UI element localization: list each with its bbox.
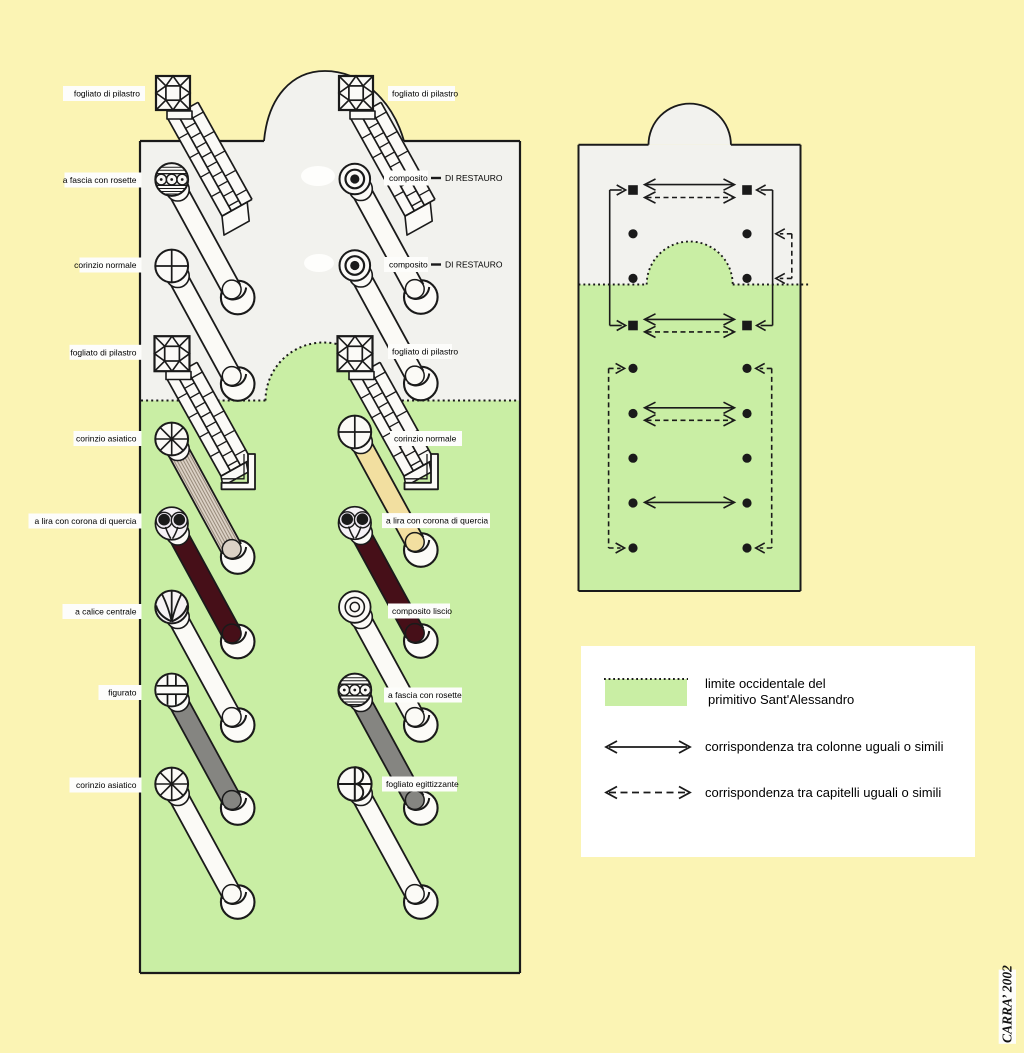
svg-text:DI RESTAURO: DI RESTAURO bbox=[445, 173, 503, 183]
svg-text:corrispondenza tra colonne ugu: corrispondenza tra colonne uguali o simi… bbox=[705, 739, 944, 754]
svg-text:composito liscio: composito liscio bbox=[392, 606, 452, 616]
svg-text:corinzio asiatico: corinzio asiatico bbox=[76, 434, 137, 444]
svg-text:fogliato egittizzante: fogliato egittizzante bbox=[386, 779, 459, 789]
svg-text:corinzio normale: corinzio normale bbox=[394, 434, 457, 444]
svg-text:a calice centrale: a calice centrale bbox=[75, 607, 137, 617]
svg-text:primitivo Sant'Alessandro: primitivo Sant'Alessandro bbox=[708, 692, 854, 707]
svg-text:composito: composito bbox=[389, 260, 428, 270]
svg-text:figurato: figurato bbox=[108, 688, 137, 698]
svg-text:corinzio normale: corinzio normale bbox=[74, 260, 137, 270]
svg-text:corrispondenza tra capitelli u: corrispondenza tra capitelli uguali o si… bbox=[705, 785, 941, 800]
svg-text:a fascia con rosette: a fascia con rosette bbox=[388, 690, 462, 700]
svg-text:fogliato di pilastro: fogliato di pilastro bbox=[392, 347, 458, 357]
svg-text:limite occidentale del: limite occidentale del bbox=[705, 676, 826, 691]
svg-text:composito: composito bbox=[389, 173, 428, 183]
svg-text:a fascia con rosette: a fascia con rosette bbox=[63, 175, 137, 185]
svg-text:CARRA’ 2002: CARRA’ 2002 bbox=[1000, 965, 1015, 1043]
svg-text:fogliato di pilastro: fogliato di pilastro bbox=[70, 347, 136, 357]
svg-text:fogliato di pilastro: fogliato di pilastro bbox=[392, 89, 458, 99]
svg-text:fogliato di pilastro: fogliato di pilastro bbox=[74, 89, 140, 99]
svg-text:a lira con corona di quercia: a lira con corona di quercia bbox=[386, 516, 488, 526]
svg-text:DI RESTAURO: DI RESTAURO bbox=[445, 260, 503, 270]
svg-text:corinzio asiatico: corinzio asiatico bbox=[76, 780, 137, 790]
svg-text:a lira con corona di quercia: a lira con corona di quercia bbox=[34, 516, 136, 526]
